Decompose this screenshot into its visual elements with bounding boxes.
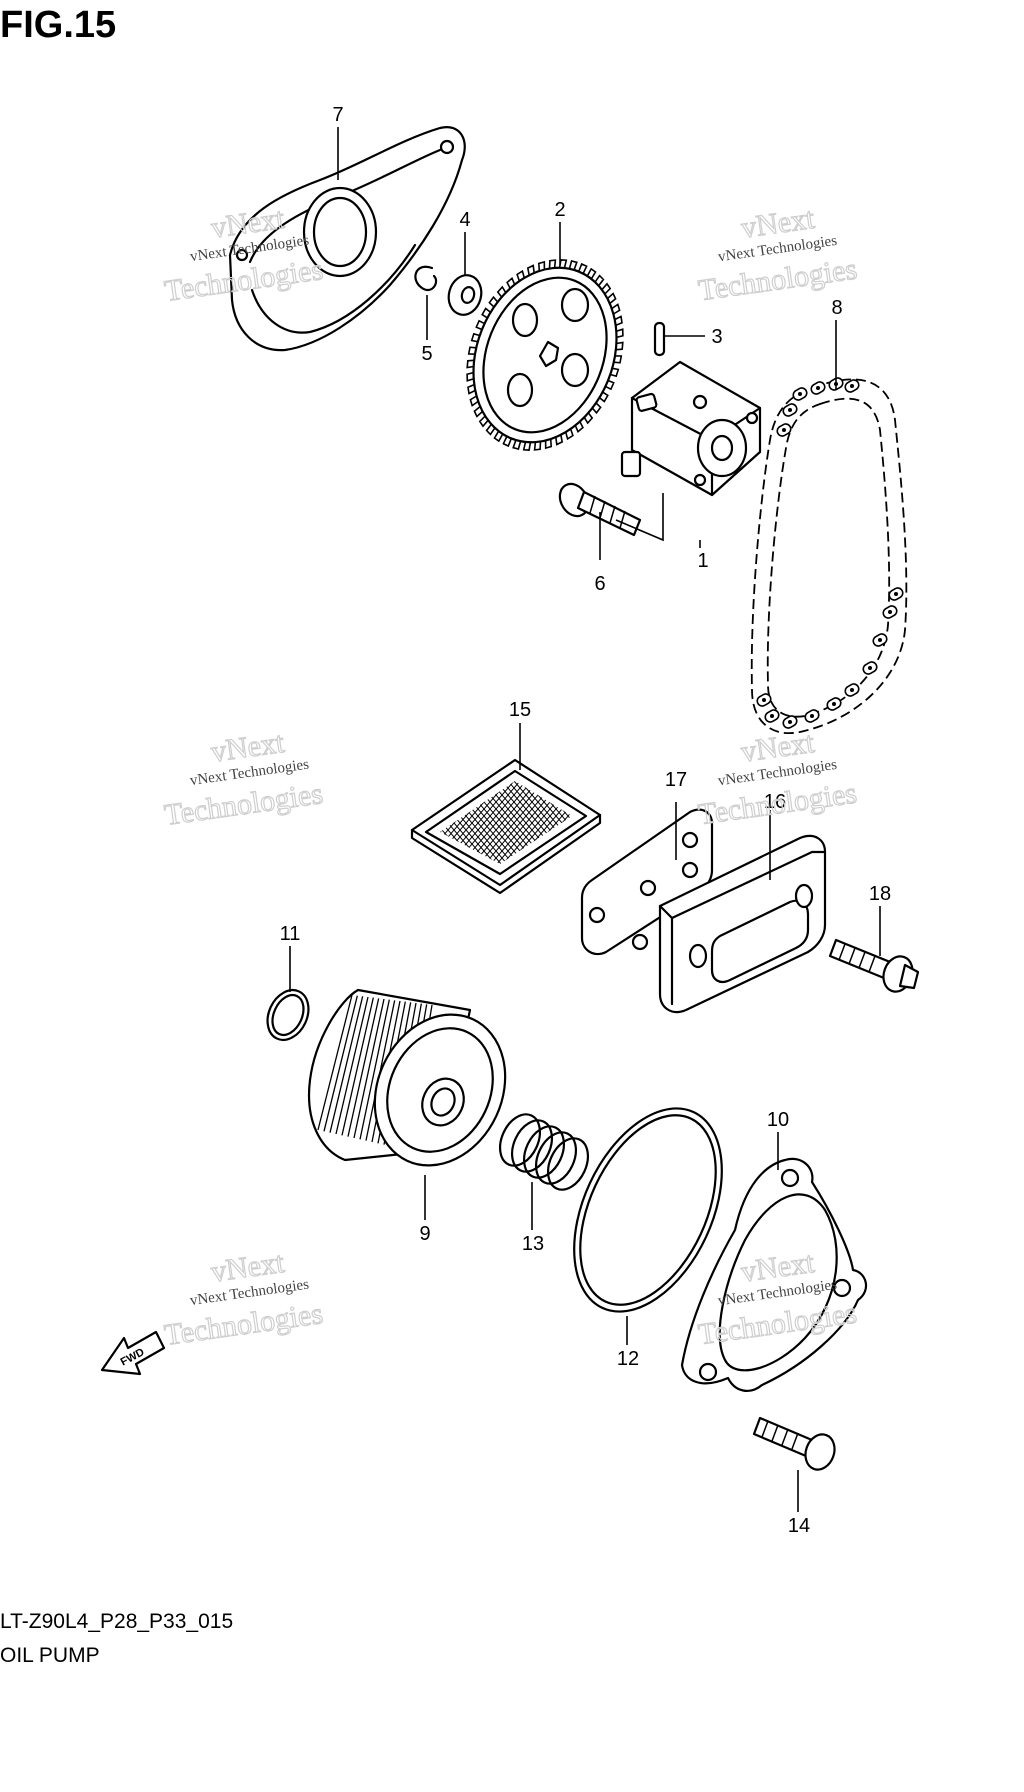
callout-14: 14 [788,1515,810,1537]
callout-18: 18 [869,883,891,905]
part-13-spring[interactable] [492,1108,595,1196]
part-4-washer[interactable] [444,272,485,319]
figure-code: LT-Z90L4_P28_P33_015 [0,1610,234,1633]
watermark-bottom-left: Technologies vNext Technologies vNext [162,1245,326,1352]
watermark-mid-right: Technologies vNext Technologies vNext [696,725,860,832]
part-5-e-ring[interactable] [414,265,438,292]
callout-11: 11 [280,923,301,945]
part-18-bolt[interactable] [828,938,920,996]
part-14-bolt[interactable] [752,1416,839,1474]
part-6-screw[interactable] [554,479,642,537]
callout-4: 4 [459,209,470,231]
watermark-text: Technologies [162,1297,325,1352]
callout-12: 12 [617,1348,639,1370]
callout-5: 5 [421,343,432,365]
figure-title: FIG.15 [0,4,117,46]
figure-name: OIL PUMP [0,1644,100,1667]
watermark-mid-left: Technologies vNext Technologies vNext [162,725,326,832]
watermark-text: Technologies [162,777,325,832]
part-7-cover-plate[interactable] [228,126,466,352]
fwd-arrow-icon: FWD [100,1330,166,1376]
part-12-large-o-ring[interactable] [544,1085,751,1335]
callout-1: 1 [697,550,708,572]
part-2-gear[interactable] [448,246,642,464]
callout-labels: 7 2 3 4 5 6 1 8 15 17 16 18 11 9 13 12 1… [280,104,892,1537]
part-17-gasket[interactable] [580,808,714,956]
part-10-filter-cap[interactable] [680,1157,868,1392]
part-11-o-ring[interactable] [260,983,316,1046]
callout-3: 3 [711,326,722,348]
callout-6: 6 [594,573,605,595]
callout-9: 9 [419,1223,430,1245]
part-16-case-plate[interactable] [658,834,827,1014]
watermark-top-right: Technologies vNext Technologies vNext [696,201,860,308]
part-3-pin[interactable] [653,321,666,357]
callout-15: 15 [509,699,531,721]
callout-13: 13 [522,1233,544,1255]
callout-2: 2 [554,199,565,221]
part-8-chain[interactable] [750,376,908,734]
callout-17: 17 [665,769,687,791]
part-9-oil-filter[interactable] [308,988,529,1187]
part-1-oil-pump[interactable] [620,360,762,497]
callout-16: 16 [764,791,786,813]
callout-10: 10 [767,1109,789,1131]
part-15-strainer[interactable] [280,758,754,900]
callout-7: 7 [332,104,343,126]
callout-8: 8 [831,297,842,319]
leader-lines [289,127,881,1512]
